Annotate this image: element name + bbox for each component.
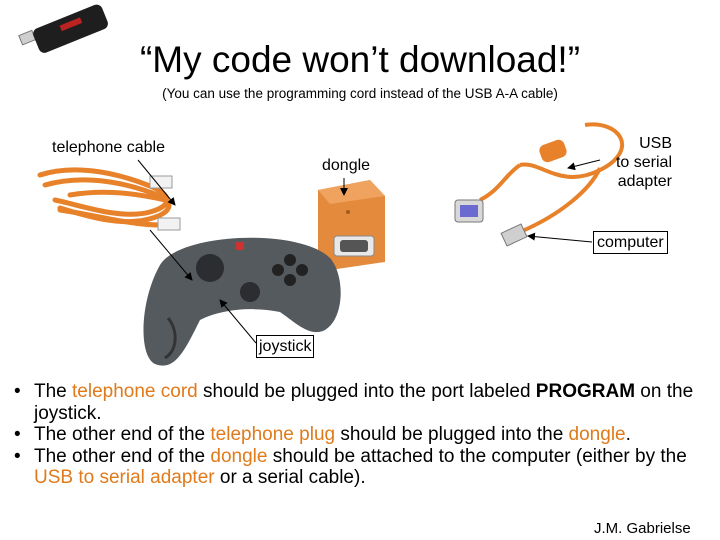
bullet-item: • The telephone cord should be plugged i… (10, 381, 710, 424)
arrow-usb (567, 159, 601, 171)
telephone-cable-label: telephone cable (52, 139, 165, 156)
bullet-bold: PROGRAM (535, 381, 636, 402)
bullet-item: • The other end of the dongle should be … (10, 446, 710, 489)
computer-label: computer (593, 231, 668, 254)
bullet-highlight: USB to serial adapter (34, 467, 215, 488)
bullet-highlight: dongle (210, 445, 268, 467)
arrow-computer (527, 232, 593, 243)
bullet-text: or a serial cable). (214, 467, 366, 488)
bullet-symbol: • (14, 381, 21, 402)
dongle-image (318, 180, 385, 270)
bullet-highlight: telephone cord (72, 381, 198, 402)
telephone-cable-image (37, 167, 181, 231)
bullet-symbol: • (14, 424, 21, 445)
bullet-text: The other end of the (34, 424, 211, 445)
bullet-text: should be plugged into the (335, 424, 569, 445)
bullet-list: • The telephone cord should be plugged i… (10, 381, 710, 489)
bullet-text: on the joystick. (34, 381, 694, 424)
author-credit: J.M. Gabrielse (594, 520, 691, 537)
bullet-text: The other end of the (34, 445, 211, 467)
bullet-text: should be attached to the computer (eith… (267, 445, 687, 467)
usb-label-line3: adapter (617, 173, 672, 190)
bullet-text: should be plugged into the port labeled (197, 381, 536, 402)
usb-stick-image (18, 4, 108, 53)
usb-label-line1: USB (639, 135, 672, 152)
arrow-telephone (137, 159, 176, 206)
bullet-text: The (34, 381, 73, 402)
bullet-symbol: • (14, 445, 21, 467)
usb-serial-adapter-image (454, 122, 624, 247)
bullet-highlight: telephone plug (210, 424, 336, 445)
arrow-joystick (219, 299, 257, 344)
usb-serial-label: USB to serial adapter (600, 134, 672, 191)
slide-title: “My code won’t download!” (139, 39, 581, 80)
slide-subtitle: (You can use the programming cord instea… (162, 86, 558, 101)
bullet-item: • The other end of the telephone plug sh… (10, 424, 710, 446)
dongle-label: dongle (322, 157, 371, 174)
bullet-highlight: dongle (568, 424, 626, 445)
usb-label-line2: to serial (615, 154, 672, 171)
arrow-joystick-cable (149, 229, 193, 281)
joystick-label: joystick (256, 335, 315, 358)
bullet-text: . (625, 424, 631, 445)
joystick-image (143, 237, 341, 366)
